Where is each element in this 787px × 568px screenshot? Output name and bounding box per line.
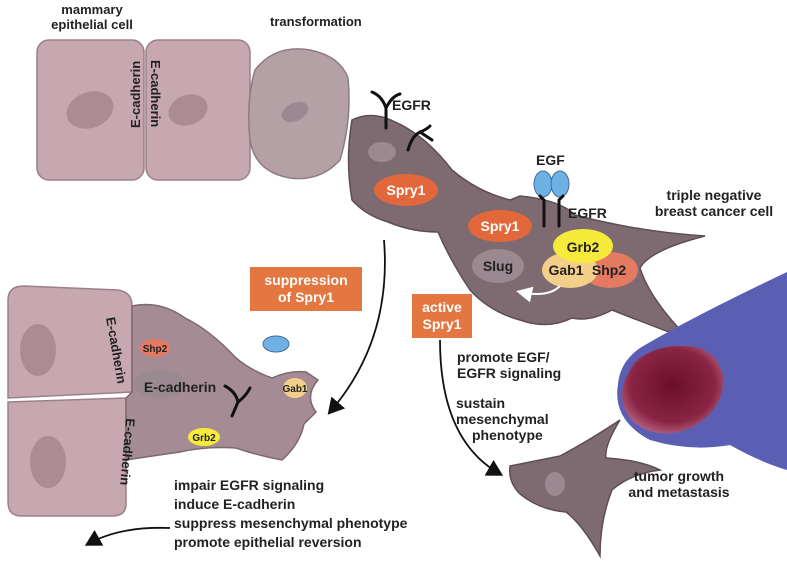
egf-ligand-right-icon [550,170,570,198]
invading-cell-nucleus [545,472,565,496]
reversion-arrow [84,526,171,546]
suppression-label-line2: of Spry1 [278,289,334,305]
active-label-line1: active [422,299,462,315]
egfr-receptor-icon-2 [406,124,434,152]
mammary-label: mammary [61,2,123,17]
effect-impair-egfr: impair EGFR signaling [174,477,324,493]
shp2-oval-left [140,339,170,357]
egfr-label-top: EGFR [392,97,431,113]
shp2-label-left: Shp2 [143,344,168,355]
egfr-receptor-icon [370,90,402,130]
effect-induce-ecadherin: induce E-cadherin [174,496,295,512]
promote-label-line2: EGFR signaling [457,365,561,381]
spry1-oval-top [374,174,438,206]
ecadherin-label-b: E-cadherin [148,60,163,127]
shp2-label-right: Shp2 [592,262,626,278]
egf-label: EGF [536,152,565,168]
egfr-label-right: EGFR [568,205,607,221]
reverted-nucleus-top [20,324,56,376]
transformation-label: transformation [270,14,362,29]
mammary-nucleus-right [168,94,208,126]
activation-arrow [439,339,504,476]
tumor-mass [622,345,724,434]
effect-promote-reversion: promote epithelial reversion [174,534,362,550]
epithelial-cell-label: epithelial cell [51,17,133,32]
egfr-dimer-icon [538,194,565,228]
transforming-cell [248,48,350,180]
grb2-label-left: Grb2 [192,433,216,444]
sustain-label-line2: mesenchymal [456,411,549,427]
reverted-epithelial-cells [7,285,320,517]
grb2-oval-left [188,428,220,446]
blood-vessel-with-tumor [617,272,787,470]
promote-label-line1: promote EGF/ [457,349,550,365]
gab1-oval-left [283,378,307,398]
ecadherin-label-a: E-cadherin [128,61,143,128]
egfr-receptor-left-icon [223,384,252,418]
reverting-cell [125,303,320,461]
tnbc-label-line1: triple negative [667,187,762,203]
effect-suppress-mesenchymal: suppress mesenchymal phenotype [174,515,408,531]
gab1-label-right: Gab1 [548,262,583,278]
active-label-line2: Spry1 [423,316,462,332]
suppression-label-line1: suppression [264,272,347,288]
gab1-label-left: Gab1 [282,384,307,395]
sustain-label-line1: sustain [456,395,505,411]
reverted-cell-bottom [7,397,127,517]
suppression-callout [250,267,362,311]
ecadherin-left-bottom: E-cadherin [117,418,138,486]
mammary-nucleus-left [66,91,114,129]
grb2-label-right: Grb2 [567,239,600,255]
egf-ligand-left-icon [533,170,553,198]
suppression-arrow [327,239,386,415]
invading-cell [508,419,663,559]
spry1-oval-right [468,210,532,242]
free-egf-icon [262,335,290,353]
ecadherin-center-label: E-cadherin [144,379,216,395]
grb2-oval-right [553,229,613,263]
tnbc-label-line2: breast cancer cell [655,203,773,219]
mammary-epithelial-cells [36,39,251,181]
cancer-nucleus-top [368,142,396,162]
active-spry1-callout [412,294,472,338]
slug-nucleus [472,249,524,283]
tumor-label-line2: and metastasis [628,484,729,500]
reverted-nucleus-bottom [30,436,66,488]
slug-activation-arrow [516,285,561,303]
spry1-label-top: Spry1 [387,182,426,198]
sustain-label-line3: phenotype [472,427,543,443]
reverting-cell-nucleus [134,370,186,398]
spry1-label-right: Spry1 [481,218,520,234]
tumor-label-line1: tumor growth [634,468,724,484]
slug-label: Slug [483,258,513,274]
